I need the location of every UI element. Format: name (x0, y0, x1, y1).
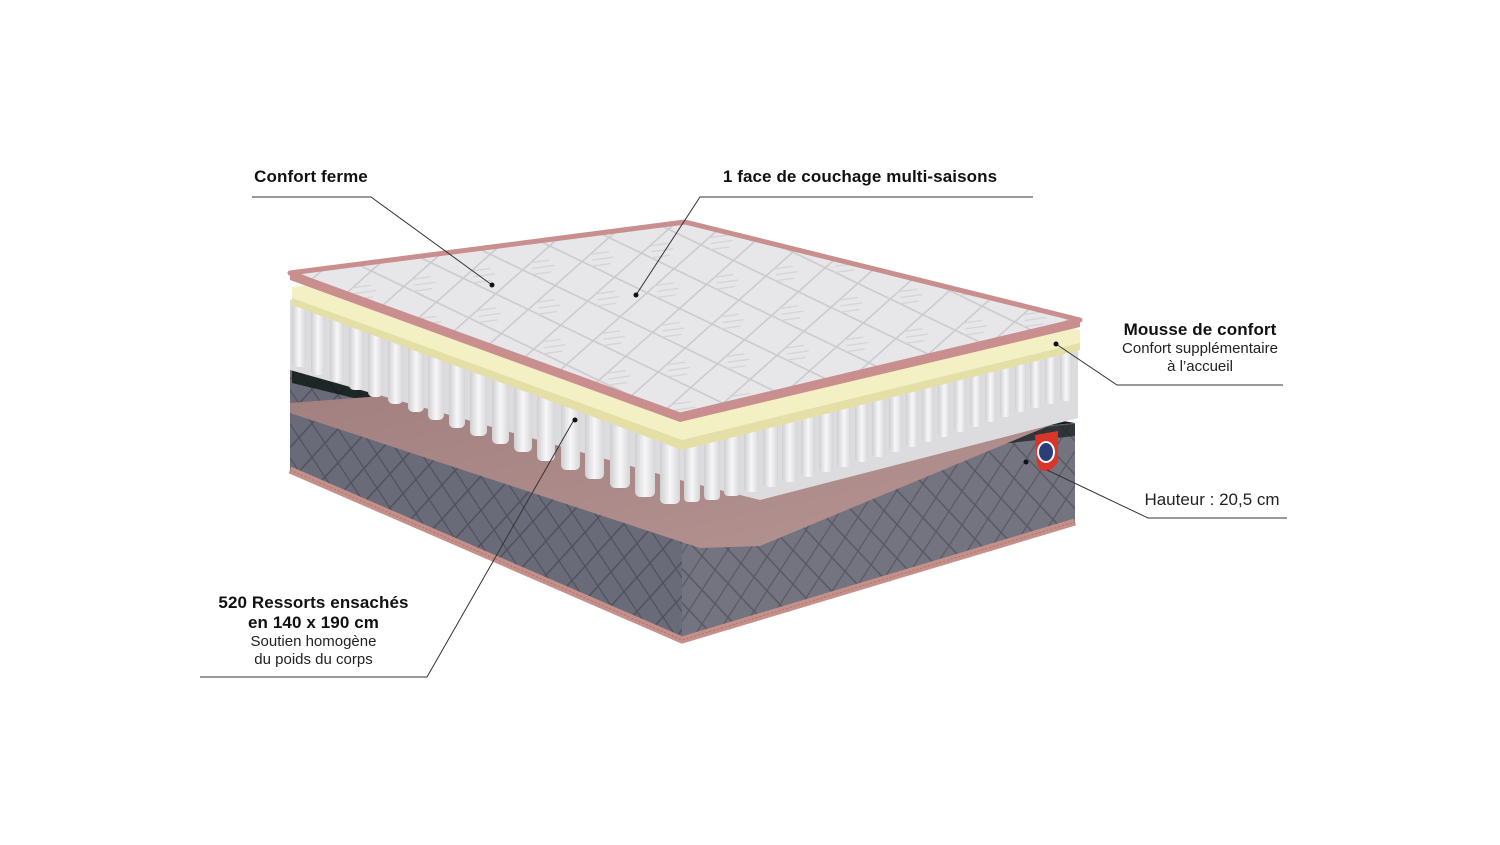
leader-confort-ferme (252, 196, 493, 286)
label-ressorts-title-2: en 140 x 190 cm (248, 613, 379, 632)
label-mousse-confort: Mousse de confort Confort supplémentaire… (1100, 320, 1300, 376)
label-confort-ferme: Confort ferme (236, 167, 386, 187)
label-face-couchage: 1 face de couchage multi-saisons (690, 167, 1030, 187)
label-ressorts: 520 Ressorts ensachés en 140 x 190 cm So… (196, 593, 431, 669)
label-ressorts-line1: Soutien homogène (250, 633, 377, 650)
label-ressorts-line2: du poids du corps (254, 651, 373, 668)
leader-hauteur (1046, 469, 1287, 519)
label-mousse-line2: à l’accueil (1167, 358, 1233, 376)
leader-dots (489, 282, 1059, 465)
leader-mousse (1055, 343, 1283, 386)
leader-ressorts (200, 417, 576, 678)
leader-lines (200, 196, 1287, 678)
label-mousse-line1: Confort supplémentaire (1122, 340, 1278, 358)
label-hauteur-text: Hauteur : 20,5 cm (1144, 490, 1280, 509)
leader-face-couchage (635, 196, 1033, 296)
label-hauteur: Hauteur : 20,5 cm (1132, 490, 1292, 510)
label-confort-ferme-title: Confort ferme (254, 167, 368, 186)
label-ressorts-title-1: 520 Ressorts ensachés (218, 593, 409, 612)
quilted-top-layer (287, 219, 1083, 422)
label-mousse-title: Mousse de confort (1123, 320, 1277, 339)
label-face-couchage-title: 1 face de couchage multi-saisons (722, 167, 998, 186)
brand-badge-icon (1035, 431, 1058, 472)
